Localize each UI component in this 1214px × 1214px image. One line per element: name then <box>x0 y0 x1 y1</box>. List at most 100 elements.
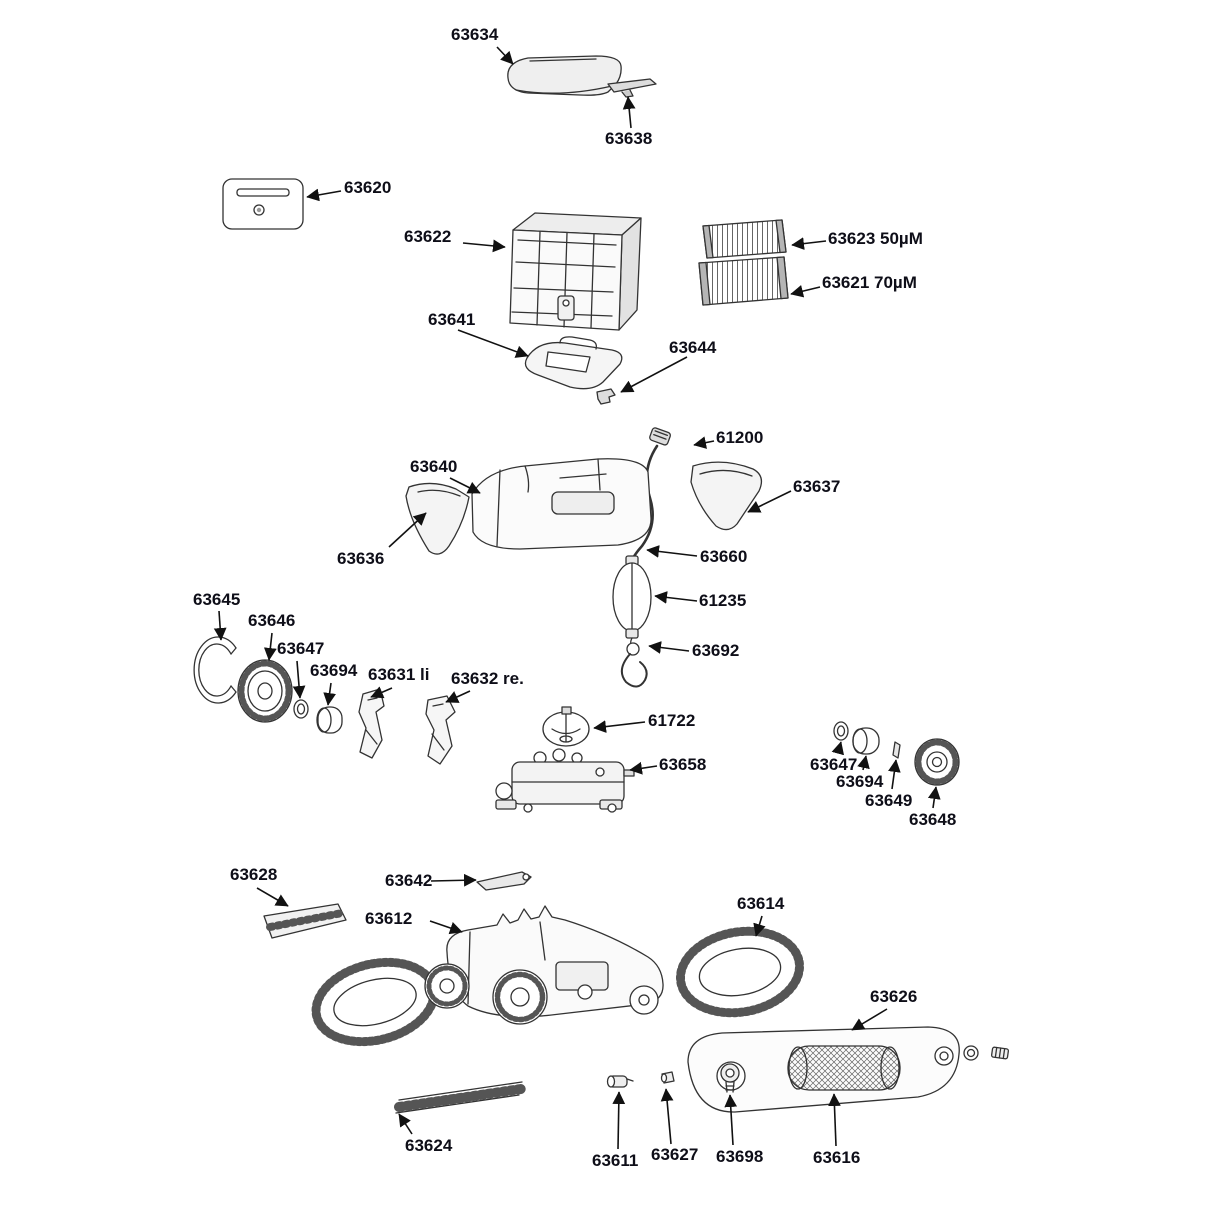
part-63644-clip <box>596 388 616 405</box>
leader-arrow <box>496 46 514 65</box>
part-label-61235: 61235 <box>699 591 747 610</box>
leader-arrow <box>648 641 690 654</box>
part-63611-bushing <box>606 1075 634 1088</box>
leader-arrow <box>927 786 941 809</box>
part-63641-frame <box>524 336 623 390</box>
part-63692-hook <box>620 642 648 688</box>
part-label-63614: 63614 <box>737 894 785 913</box>
part-61722-screw-washer <box>542 706 590 747</box>
leader-arrow <box>724 1094 738 1146</box>
part-label-63634: 63634 <box>451 25 499 44</box>
part-63640-housing <box>471 458 652 550</box>
part-63647-bushing-right <box>833 721 849 741</box>
leader-arrow <box>693 436 715 449</box>
leader-arrow <box>457 329 529 358</box>
part-63614-track <box>676 926 804 1018</box>
part-label-63645: 63645 <box>193 590 241 609</box>
part-label-63648: 63648 <box>909 810 957 829</box>
part-63620-cover <box>222 178 304 230</box>
leader-arrow <box>323 682 336 706</box>
part-label-63658: 63658 <box>659 755 707 774</box>
leader-arrow <box>620 356 688 393</box>
part-label-63694-right: 63694 <box>836 772 884 791</box>
part-63612-chassis <box>311 905 664 1047</box>
part-63658-gearbox <box>495 748 635 813</box>
leader-arrow <box>612 1091 626 1150</box>
part-label-63636: 63636 <box>337 549 385 568</box>
leader-arrow <box>449 477 481 494</box>
part-label-63647-left: 63647 <box>277 639 325 658</box>
leader-arrow <box>828 1093 841 1147</box>
part-63647-bushing-left <box>293 699 309 719</box>
leader-arrow <box>306 188 342 202</box>
part-63621-filter-cartridge-70um <box>698 256 789 306</box>
part-63623-filter-cartridge-50um <box>702 219 787 259</box>
part-63645-ring-plate <box>193 636 237 704</box>
part-label-63694-left: 63694 <box>310 661 358 680</box>
part-63646-gear-wheel <box>237 659 293 723</box>
leader-arrow <box>654 591 698 604</box>
part-63694-roller-left <box>316 706 343 734</box>
leader-arrow <box>888 759 901 790</box>
part-63634-top-lid <box>507 55 622 96</box>
part-label-63611: 63611 <box>592 1151 639 1170</box>
part-label-63623: 63623 50µM <box>828 229 923 248</box>
leader-arrow <box>263 632 277 661</box>
part-63698-bolt <box>720 1063 740 1093</box>
part-label-63621: 63621 70µM <box>822 273 917 292</box>
part-label-61722: 61722 <box>648 711 696 730</box>
leader-arrow <box>292 660 306 699</box>
leader-arrow <box>593 720 646 733</box>
leader-arrow <box>388 512 427 548</box>
part-61200-power-cable <box>629 427 671 565</box>
leader-arrow <box>256 887 289 907</box>
part-label-63627: 63627 <box>651 1145 699 1164</box>
part-label-63644: 63644 <box>669 338 717 357</box>
part-label-63641: 63641 <box>428 310 476 329</box>
part-label-63620: 63620 <box>344 178 392 197</box>
leader-arrow <box>370 686 393 699</box>
part-label-63637: 63637 <box>793 477 841 496</box>
leader-arrow <box>646 545 698 558</box>
leader-arrow <box>445 690 471 703</box>
part-63622-filter-basket <box>509 212 642 331</box>
part-label-63640: 63640 <box>410 457 458 476</box>
part-label-63642: 63642 <box>385 871 433 890</box>
part-63649-pin <box>892 741 901 759</box>
part-label-63632: 63632 re. <box>451 669 524 688</box>
leader-arrow <box>747 490 792 513</box>
part-label-63638: 63638 <box>605 129 653 148</box>
part-fasteners-unlabeled <box>963 1045 1010 1061</box>
part-label-63692: 63692 <box>692 641 740 660</box>
leader-arrow <box>753 915 766 937</box>
leader-arrow <box>857 755 870 771</box>
part-63694-roller-right <box>852 727 880 755</box>
part-label-63631: 63631 li <box>368 665 430 684</box>
leader-arrow <box>622 96 636 129</box>
part-label-63624: 63624 <box>405 1136 453 1155</box>
part-label-63616: 63616 <box>813 1148 861 1167</box>
part-label-63660: 63660 <box>700 547 748 566</box>
leader-arrow <box>831 741 845 756</box>
part-63637-side-panel-right <box>690 461 763 531</box>
part-label-63698: 63698 <box>716 1147 764 1166</box>
leader-arrow <box>791 237 827 250</box>
part-63616-roller-brush <box>787 1045 901 1091</box>
leader-arrow <box>213 610 227 641</box>
part-label-63612: 63612 <box>365 909 413 928</box>
leader-arrow <box>851 1008 888 1031</box>
part-63632-bracket-right <box>425 695 456 765</box>
part-63628-brush-strip <box>263 903 347 939</box>
leader-arrows <box>213 46 941 1150</box>
part-63631-bracket-left <box>358 688 385 759</box>
part-label-63649: 63649 <box>865 791 913 810</box>
part-label-63647-right: 63647 <box>810 755 858 774</box>
part-63627-grommet <box>660 1071 675 1084</box>
part-label-63626: 63626 <box>870 987 918 1006</box>
leader-arrow <box>660 1088 674 1145</box>
leader-arrow <box>790 284 821 298</box>
part-63624-brush-strip-long <box>394 1081 526 1114</box>
leader-arrow <box>430 873 477 887</box>
part-63638-lid-strip <box>607 78 657 98</box>
